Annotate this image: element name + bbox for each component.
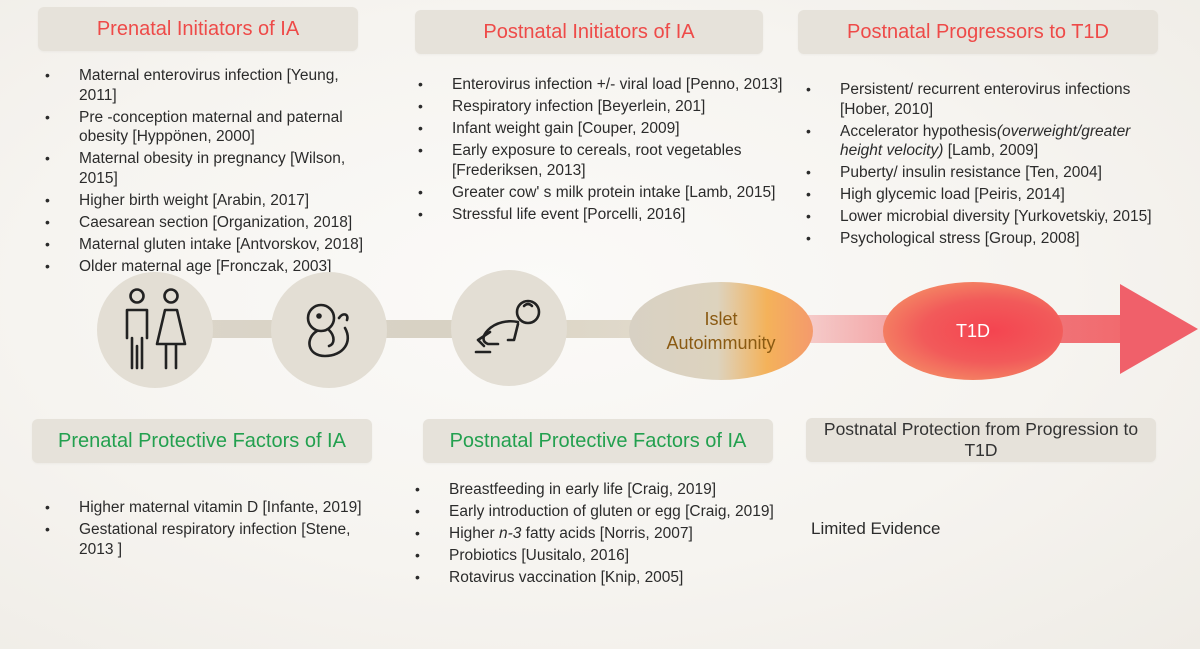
list-postnatal-protective: Breastfeeding in early life [Craig, 2019…: [415, 480, 795, 590]
n3-italic: n-3: [498, 525, 522, 542]
list-item: Greater cow' s milk protein intake [Lamb…: [418, 183, 798, 203]
list-item: Early exposure to cereals, root vegetabl…: [418, 141, 798, 180]
list-item: High glycemic load [Peiris, 2014]: [806, 185, 1176, 205]
limited-evidence-text: Limited Evidence: [811, 519, 941, 538]
header-postnatal-initiators: Postnatal Initiators of IA: [415, 10, 763, 54]
list-item: Lower microbial diversity [Yurkovetskiy,…: [806, 207, 1176, 227]
list-postnatal-initiators: Enterovirus infection +/- viral load [Pe…: [418, 75, 798, 227]
header-prenatal-protective: Prenatal Protective Factors of IA: [32, 419, 372, 463]
list-item: Maternal obesity in pregnancy [Wilson, 2…: [45, 149, 365, 188]
islet-line1: Islet: [704, 309, 738, 329]
list-item: Rotavirus vaccination [Knip, 2005]: [415, 568, 795, 588]
header-postnatal-progressors: Postnatal Progressors to T1D: [798, 10, 1158, 54]
list-item: Higher n-3 fatty acids [Norris, 2007]: [415, 524, 795, 544]
accelerator-ref: [Lamb, 2009]: [943, 142, 1039, 159]
list-item: Pre -conception maternal and paternal ob…: [45, 108, 365, 147]
list-item: Breastfeeding in early life [Craig, 2019…: [415, 480, 795, 500]
list-item: Infant weight gain [Couper, 2009]: [418, 119, 798, 139]
t1d-label: T1D: [955, 320, 990, 341]
list-item: Persistent/ recurrent enterovirus infect…: [806, 80, 1176, 119]
list-item: Early introduction of gluten or egg [Cra…: [415, 502, 795, 522]
list-item: Probiotics [Uusitalo, 2016]: [415, 546, 795, 566]
n3-prefix: Higher: [449, 525, 499, 542]
n3-rest: fatty acids [Norris, 2007]: [521, 525, 693, 542]
accelerator-label: Accelerator hypothesis: [840, 122, 997, 140]
accelerator-italic: (overweight/greater height velocity): [840, 122, 1131, 160]
parents-icon: [125, 288, 187, 370]
list-item: Respiratory infection [Beyerlein, 201]: [418, 97, 798, 117]
list-item: Higher maternal vitamin D [Infante, 2019…: [45, 498, 365, 518]
list-item: Caesarean section [Organization, 2018]: [45, 213, 365, 233]
list-item: Higher birth weight [Arabin, 2017]: [45, 191, 365, 211]
list-item: Psychological stress [Group, 2008]: [806, 229, 1176, 249]
baby-circle: [451, 270, 567, 386]
list-item: Gestational respiratory infection [Stene…: [45, 520, 365, 559]
header-postnatal-protection-progression: Postnatal Protection from Progression to…: [806, 418, 1156, 462]
list-prenatal-protective: Higher maternal vitamin D [Infante, 2019…: [45, 498, 365, 562]
crawling-baby-icon: [474, 299, 541, 354]
parents-circle: [97, 272, 213, 388]
header-postnatal-protective: Postnatal Protective Factors of IA: [423, 419, 773, 463]
islet-autoimmunity-stage: Islet Autoimmunity: [629, 282, 813, 380]
list-item: Older maternal age [Fronczak, 2003]: [45, 257, 365, 277]
list-item: Maternal enterovirus infection [Yeung, 2…: [45, 66, 365, 105]
fetus-circle: [271, 272, 387, 388]
timeline-arrow-head: [1120, 284, 1198, 374]
list-prenatal-initiators: Maternal enterovirus infection [Yeung, 2…: [45, 66, 365, 279]
islet-line2: Autoimmunity: [666, 333, 776, 353]
list-postnatal-progressors: Persistent/ recurrent enterovirus infect…: [806, 80, 1176, 251]
fetus-icon: [306, 303, 350, 358]
header-prenatal-initiators: Prenatal Initiators of IA: [38, 7, 358, 51]
list-item: Maternal gluten intake [Antvorskov, 2018…: [45, 235, 365, 255]
t1d-stage: T1D: [883, 282, 1063, 380]
list-item: Enterovirus infection +/- viral load [Pe…: [418, 75, 798, 95]
list-item: Puberty/ insulin resistance [Ten, 2004]: [806, 163, 1176, 183]
list-item: Stressful life event [Porcelli, 2016]: [418, 205, 798, 225]
list-item: Accelerator hypothesis(overweight/greate…: [806, 122, 1176, 161]
